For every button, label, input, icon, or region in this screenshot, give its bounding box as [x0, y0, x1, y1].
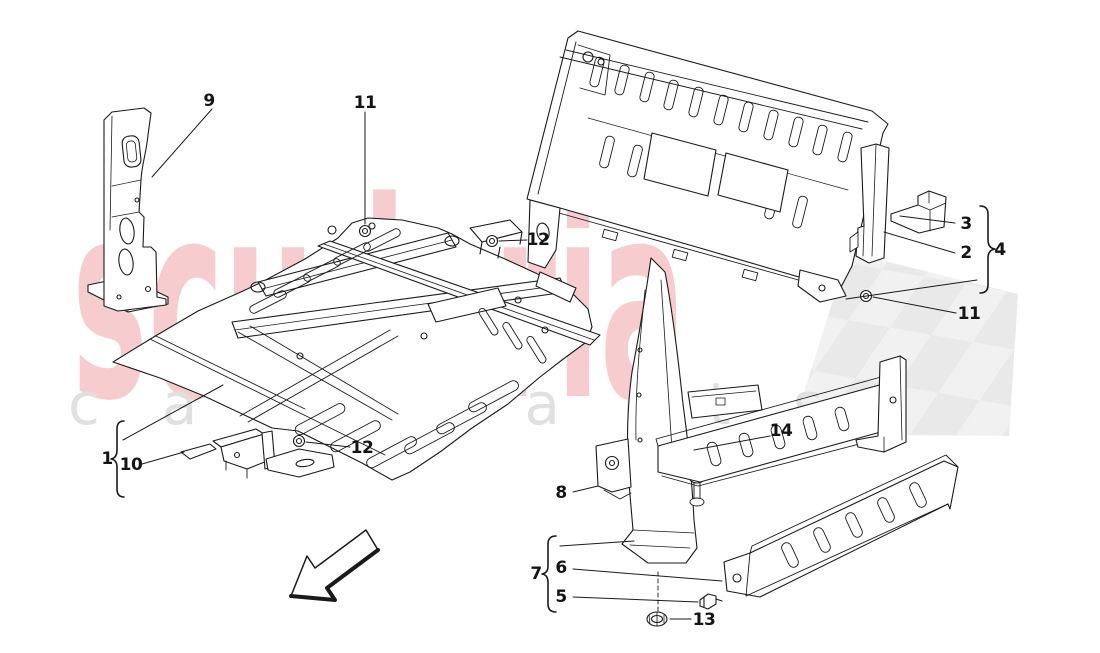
floor-pan — [112, 217, 601, 481]
callout-10: 10 — [119, 455, 143, 475]
channel-part-2 — [849, 143, 890, 264]
brace-group-1 — [110, 420, 125, 498]
callout-9: 9 — [203, 91, 215, 111]
outer-sill — [723, 454, 959, 598]
callout-6: 6 — [555, 558, 567, 578]
bracket-part-3 — [890, 190, 947, 234]
callout-12-top: 12 — [526, 230, 550, 250]
group-braces — [110, 205, 996, 613]
callout-13: 13 — [692, 610, 716, 630]
callout-5: 5 — [555, 587, 567, 607]
callout-3: 3 — [960, 214, 972, 234]
direction-arrow — [289, 529, 380, 602]
pillar-part-9 — [87, 107, 169, 313]
callout-12-left: 12 — [350, 438, 374, 458]
nut-12-left — [292, 434, 306, 448]
clip-part-5 — [699, 593, 723, 610]
inner-sill — [655, 355, 907, 487]
bracket-part-8 — [595, 438, 632, 500]
jack-support-assembly — [180, 428, 335, 479]
nut-part-13 — [646, 571, 668, 627]
rear-bulkhead-panel — [526, 30, 889, 303]
callout-11-right: 11 — [957, 304, 981, 324]
callout-8: 8 — [555, 483, 567, 503]
callout-1: 1 — [101, 449, 113, 469]
callout-2: 2 — [960, 243, 972, 263]
brace-group-4 — [979, 205, 996, 294]
callout-11-top: 11 — [353, 93, 377, 113]
leader-lines — [122, 108, 978, 620]
nut-12-top — [485, 234, 499, 248]
nut-11-top — [358, 224, 372, 238]
callout-4: 4 — [994, 240, 1006, 260]
callout-7: 7 — [530, 564, 542, 584]
brace-group-7 — [541, 535, 557, 613]
callout-14: 14 — [769, 421, 793, 441]
checkered-flag-watermark — [791, 252, 1018, 436]
